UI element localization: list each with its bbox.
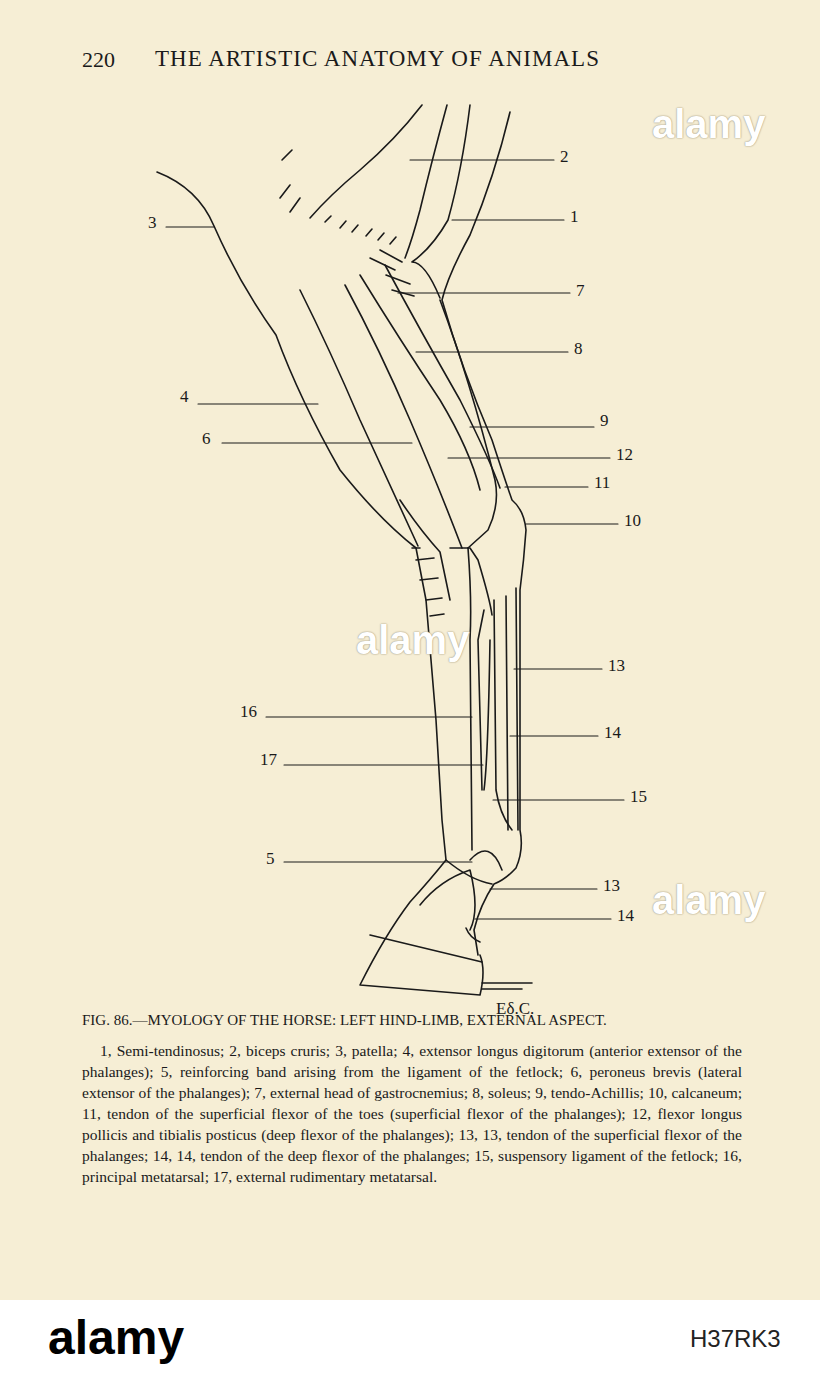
callout-number: 8 bbox=[574, 340, 583, 359]
callout-number: 14 bbox=[604, 724, 621, 743]
callout-number: 15 bbox=[630, 788, 647, 807]
callout-number: 1 bbox=[570, 208, 579, 227]
figure-key: 1, Semi-tendinosus; 2, biceps cruris; 3,… bbox=[82, 1040, 742, 1187]
callout-number: 14 bbox=[617, 907, 634, 926]
running-head: THE ARTISTIC ANATOMY OF ANIMALS bbox=[155, 46, 600, 71]
artist-signature: Eδ.C. bbox=[496, 1000, 534, 1019]
callout-number: 13 bbox=[603, 877, 620, 896]
page-number: 220 bbox=[82, 48, 115, 72]
callout-number: 11 bbox=[594, 474, 610, 493]
callout-number: 5 bbox=[266, 850, 275, 869]
callout-number: 4 bbox=[180, 388, 189, 407]
stock-logo: alamy bbox=[48, 1312, 184, 1365]
callout-number: 17 bbox=[260, 751, 277, 770]
watermark: alamy bbox=[652, 102, 765, 146]
callout-number: 16 bbox=[240, 703, 257, 722]
callout-number: 13 bbox=[608, 657, 625, 676]
callout-number: 10 bbox=[624, 512, 641, 531]
watermark: alamy bbox=[652, 878, 765, 922]
callout-number: 6 bbox=[202, 430, 211, 449]
callout-number: 2 bbox=[560, 148, 569, 167]
callout-number: 7 bbox=[576, 282, 585, 301]
image-id: H37RK3 bbox=[690, 1326, 781, 1352]
callout-number: 3 bbox=[148, 214, 157, 233]
callout-number: 9 bbox=[600, 412, 609, 431]
callout-number: 12 bbox=[616, 446, 633, 465]
watermark: alamy bbox=[356, 618, 469, 662]
